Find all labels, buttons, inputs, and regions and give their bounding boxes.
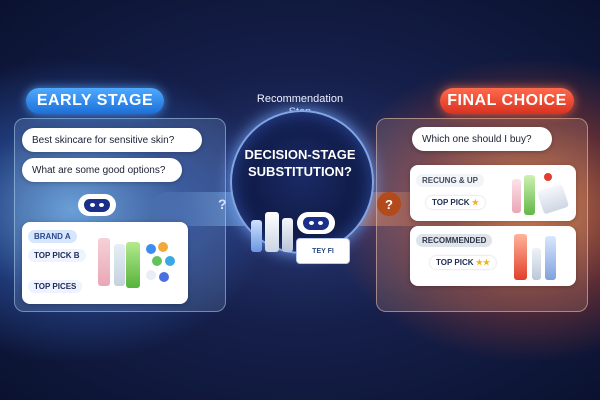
clear-bottle-icon	[114, 244, 125, 286]
skincare-dot-icon	[159, 272, 169, 282]
white-bottle-icon	[282, 218, 293, 252]
skincare-dot-icon	[158, 242, 168, 252]
brand-tag: BRAND A	[28, 230, 77, 243]
question-mark-icon: ?	[377, 192, 401, 216]
final-product-card-2: RECOMMENDED TOP PICK ★★	[410, 226, 576, 286]
ribbon-tag: RECUNG & UP	[416, 174, 485, 187]
white-bottle-icon	[265, 212, 279, 252]
pink-bottle-icon	[512, 179, 521, 213]
pink-bottle-icon	[98, 238, 110, 286]
final-choice-label: FINAL CHOICE	[440, 88, 574, 114]
center-product-shelf	[247, 212, 353, 252]
skincare-dot-icon	[146, 244, 156, 254]
red-cap-icon	[544, 173, 552, 181]
query-bubble-which-to-buy: Which one should I buy?	[412, 127, 552, 151]
assistant-mask-icon	[297, 212, 335, 234]
top-pick-label: TOP PICK	[436, 258, 474, 267]
blue-bottle-icon	[251, 220, 262, 252]
green-bottle-icon	[126, 242, 140, 288]
final-product-card-1: RECUNG & UP TOP PICK ★	[410, 165, 576, 221]
green-bottle-icon	[524, 175, 535, 215]
query-bubble-sensitive-skin: Best skincare for sensitive skin?	[22, 128, 202, 152]
top-pick-tag: TOP PICK B	[28, 249, 86, 262]
skincare-dot-icon	[146, 270, 156, 280]
star-icon: ★★	[475, 258, 491, 267]
title-line-2: SUBSTITUTION?	[248, 164, 352, 179]
assistant-mask-icon	[78, 194, 116, 216]
star-icon: ★	[471, 198, 479, 207]
top-pick-label: TOP PICK	[432, 198, 470, 207]
title-line-1: DECISION-STAGE	[244, 147, 356, 162]
recommended-tag: RECOMMENDED	[416, 234, 493, 247]
top-pick-tag: TOP PICK ★	[426, 196, 485, 209]
question-mark-icon: ?	[218, 196, 227, 212]
early-stage-label: EARLY STAGE	[26, 88, 164, 114]
red-bottle-icon	[514, 234, 527, 280]
early-product-card: BRAND A TOP PICK B TOP PICES	[22, 222, 188, 304]
step-label-line-1: Recommendation	[256, 93, 344, 105]
top-picks-tag: TOP PICES	[28, 280, 83, 293]
clear-bottle-icon	[532, 248, 541, 280]
query-bubble-good-options: What are some good options?	[22, 158, 182, 182]
center-product-card: TEY FI	[296, 238, 350, 264]
blue-bottle-icon	[545, 236, 556, 280]
top-pick-tag: TOP PICK ★★	[430, 256, 497, 269]
skincare-dot-icon	[152, 256, 162, 266]
white-box-icon	[536, 183, 570, 215]
decision-stage-title: DECISION-STAGE SUBSTITUTION?	[230, 146, 370, 180]
skincare-dot-icon	[165, 256, 175, 266]
